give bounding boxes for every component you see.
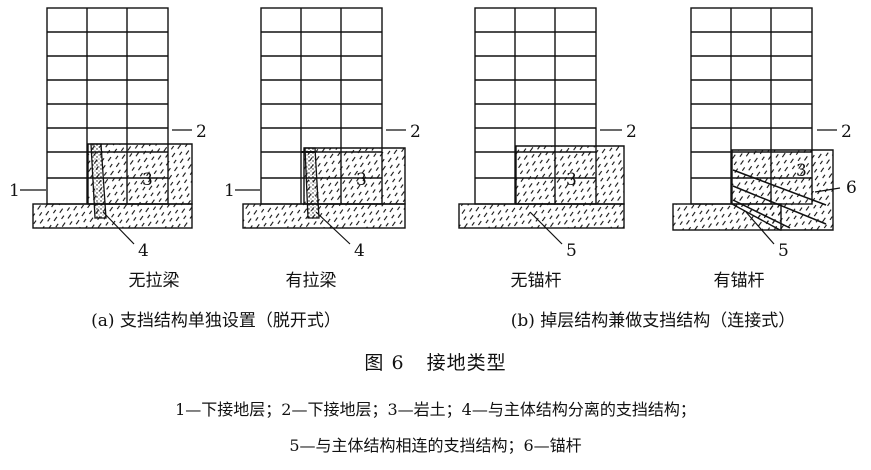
group-b-caption: (b) 掉层结构兼做支挡结构（连接式） — [510, 311, 796, 331]
base-ground — [32, 203, 193, 229]
base-ground — [672, 203, 782, 231]
group-a-caption: (a) 支挡结构单独设置（脱开式） — [91, 311, 341, 331]
panel-with-anchor: 2 3 5 6 — [672, 7, 857, 261]
legend-line-2: 5—与主体结构相连的支挡结构；6—锚杆 — [289, 436, 582, 455]
label-1: 1 — [224, 181, 235, 201]
label-4: 4 — [138, 241, 149, 261]
label-5: 5 — [566, 241, 577, 261]
label-5: 5 — [778, 241, 789, 261]
figure-title: 图 6 接地类型 — [0, 348, 871, 375]
panel-with-tie-beam: 1 2 3 4 — [224, 7, 421, 261]
panel-3-caption: 无锚杆 — [510, 271, 562, 291]
label-3: 3 — [356, 170, 367, 190]
anchor-rods — [732, 169, 827, 229]
label-6: 6 — [846, 178, 857, 198]
label-3: 3 — [142, 170, 153, 190]
legend-line-1: 1—下接地层；2—下接地层；3—岩土；4—与主体结构分离的支挡结构； — [175, 400, 696, 419]
base-ground — [458, 203, 625, 229]
label-3: 3 — [566, 170, 577, 190]
panel-1-caption: 无拉梁 — [128, 271, 180, 291]
retaining-wall-separate — [90, 143, 107, 219]
panel-no-anchor: 2 3 5 — [458, 7, 637, 261]
label-2: 2 — [410, 122, 421, 142]
label-2: 2 — [196, 122, 207, 142]
panel-2-caption: 有拉梁 — [285, 271, 337, 291]
label-1: 1 — [9, 181, 20, 201]
figure-title-text: 接地类型 — [426, 352, 507, 374]
panel-no-tie-beam: 1 2 3 4 — [9, 7, 207, 261]
figure-number: 图 6 — [364, 352, 405, 374]
soil-mass — [303, 147, 406, 205]
label-2: 2 — [841, 122, 852, 142]
label-2: 2 — [626, 122, 637, 142]
label-3: 3 — [796, 161, 807, 181]
panel-4-caption: 有锚杆 — [713, 271, 765, 291]
retaining-wall-separate — [304, 147, 320, 219]
base-ground — [242, 203, 406, 229]
label-4: 4 — [354, 241, 365, 261]
